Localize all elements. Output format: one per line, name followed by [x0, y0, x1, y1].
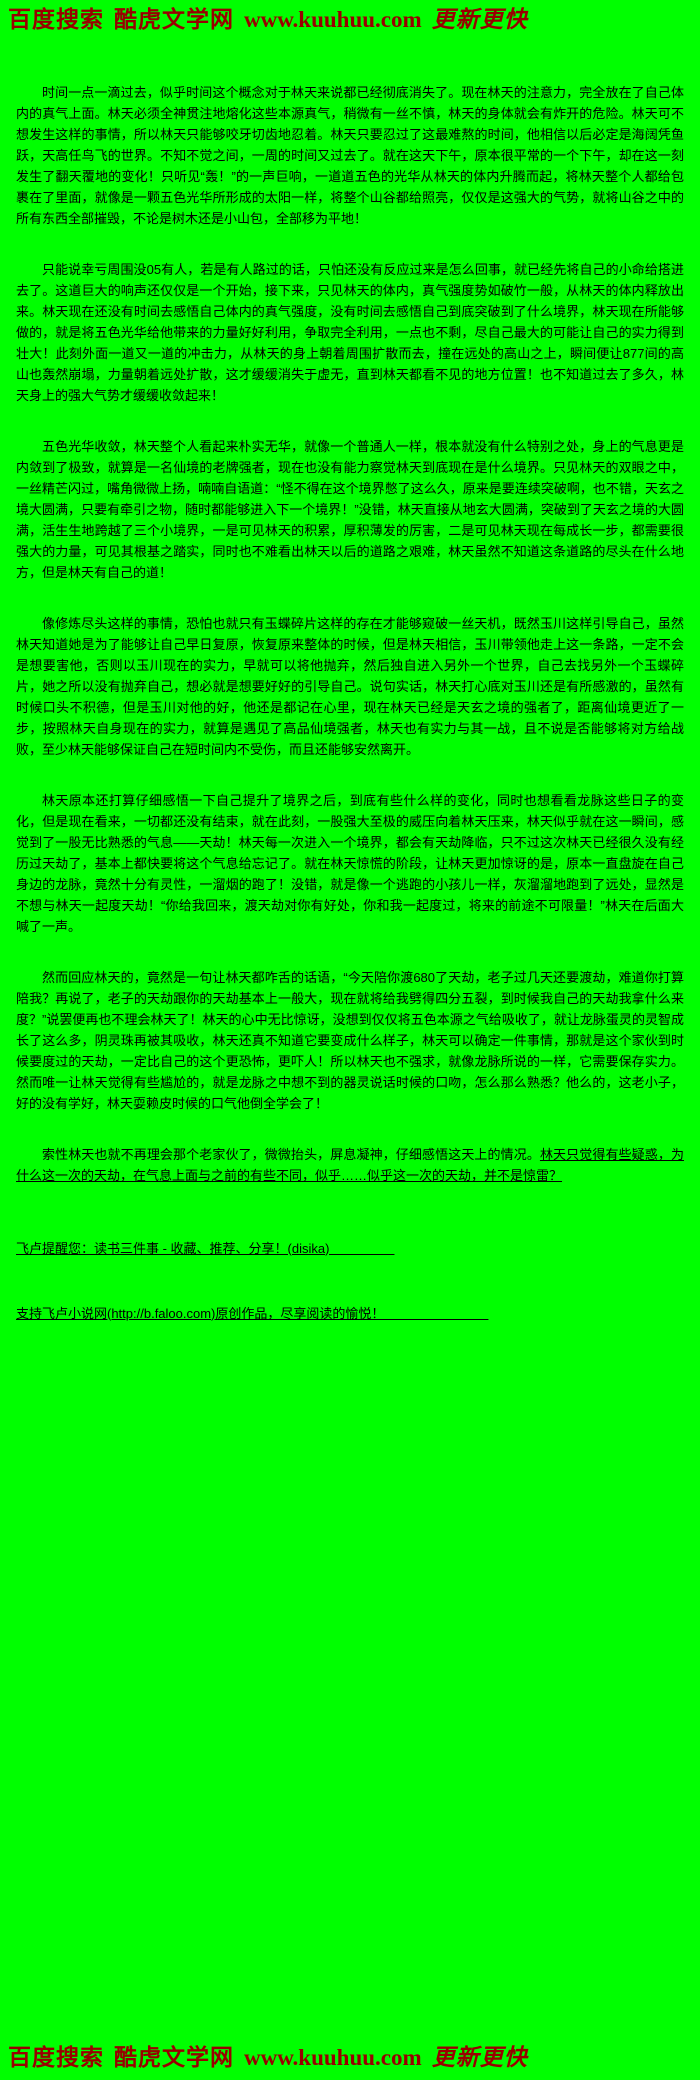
novel-paragraph: 林天原本还打算仔细感悟一下自己提升了境界之后，到底有些什么样的变化，同时也想看看…: [16, 792, 684, 934]
update-tagline: 更新更快: [431, 2044, 528, 2072]
baidu-search-label: 百度搜索: [8, 2044, 104, 2071]
footer-banner: 百度搜索酷虎文学网 www.kuuhuu.com 更新更快: [0, 2038, 700, 2080]
site-url[interactable]: www.kuuhuu.com: [244, 7, 422, 32]
site-name: 酷虎文学网: [114, 6, 234, 32]
novel-paragraph: 只能说幸亏周围没05有人，若是有人路过的话，只怕还没有反应过来是怎么回事，就已经…: [16, 261, 684, 403]
novel-paragraph: 五色光华收敛，林天整个人看起来朴实无华，就像一个普通人一样，根本就没有什么特别之…: [16, 438, 684, 580]
novel-paragraph: 时间一点一滴过去，似乎时间这个概念对于林天来说都已经彻底消失了。现在林天的注意力…: [16, 84, 684, 226]
site-url[interactable]: www.kuuhuu.com: [244, 2045, 422, 2071]
novel-paragraph: 然而回应林天的，竟然是一句让林天都咋舌的话语，“今天陪你渡680了天劫，老子过几…: [16, 969, 684, 1111]
last-paragraph-normal: 索性林天也就不再理会那个老家伙了，微微抬头，屏息凝神，仔细感悟这天上的情况。: [42, 1146, 540, 1162]
last-paragraph-underlined: 林天只觉得有些疑惑，为什么这一次的天劫，在气息上面与之前的有些不同，似乎……似乎…: [16, 1146, 684, 1183]
support-notice: 支持飞卢小说网(http://b.faloo.com)原创作品，尽享阅读的愉悦！…: [16, 1305, 489, 1321]
reminder-notice: 飞卢提醒您：读书三件事 - 收藏、推荐、分享！(disika)＿＿＿＿＿: [16, 1240, 395, 1256]
novel-paragraph: 像修炼尽头这样的事情，恐怕也就只有玉蝶碎片这样的存在才能够窥破一丝天机，既然玉川…: [16, 615, 684, 757]
site-name: 酷虎文学网: [114, 2044, 234, 2071]
novel-paragraph-last: 索性林天也就不再理会那个老家伙了，微微抬头，屏息凝神，仔细感悟这天上的情况。林天…: [16, 1144, 684, 1186]
header-banner: 百度搜索酷虎文学网 www.kuuhuu.com 更新更快: [0, 0, 700, 38]
update-tagline: 更新更快: [431, 6, 528, 33]
novel-content: 时间一点一滴过去，似乎时间这个概念对于林天来说都已经彻底消失了。现在林天的注意力…: [0, 38, 700, 1368]
baidu-search-label: 百度搜索: [8, 6, 104, 32]
